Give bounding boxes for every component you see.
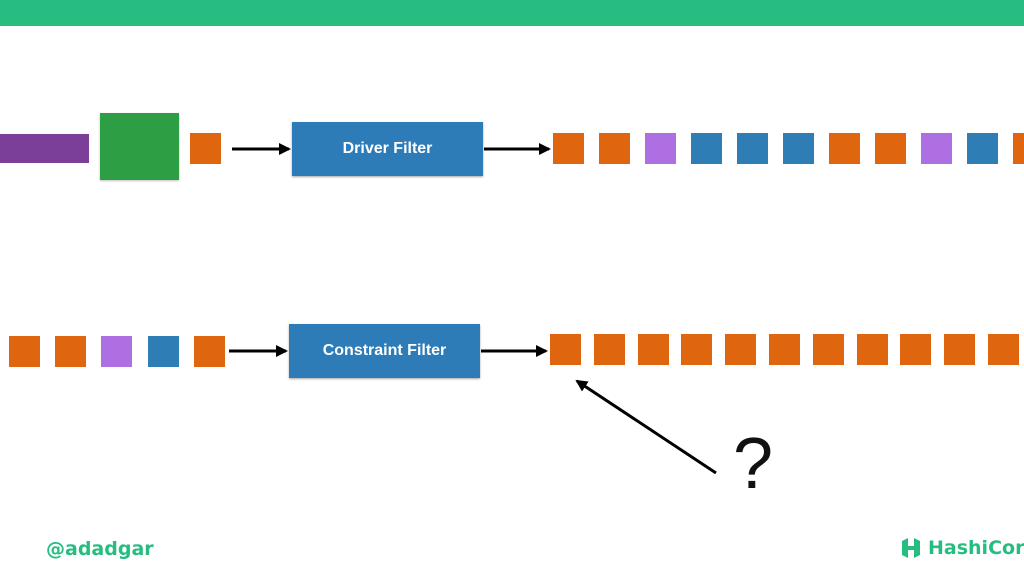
green-square [100, 113, 179, 180]
orange-square [599, 133, 630, 164]
twitter-handle: @adadgar [46, 538, 154, 560]
orange-square [1013, 133, 1024, 164]
orange-square [553, 133, 584, 164]
driver-filter-label: Driver Filter [342, 140, 433, 157]
orange-square [681, 334, 712, 365]
question-mark: ? [733, 424, 774, 504]
top-accent-bar [0, 0, 1024, 26]
purple-square [645, 133, 676, 164]
orange-square [725, 334, 756, 365]
constraint-filter-label: Constraint Filter [322, 342, 447, 359]
driver-input-orange-square [190, 133, 221, 164]
driver-filter-box: Driver Filter [292, 122, 483, 176]
purple-square [921, 133, 952, 164]
orange-square [875, 133, 906, 164]
dark-purple-bar [0, 134, 89, 163]
orange-square [55, 336, 86, 367]
orange-square [813, 334, 844, 365]
orange-square [769, 334, 800, 365]
orange-square [9, 336, 40, 367]
blue-square [737, 133, 768, 164]
blue-square [148, 336, 179, 367]
orange-square [550, 334, 581, 365]
blue-square [967, 133, 998, 164]
question-pointer-arrow [575, 379, 717, 475]
constraint-filter-box: Constraint Filter [289, 324, 480, 378]
orange-square [194, 336, 225, 367]
orange-square [638, 334, 669, 365]
orange-square [944, 334, 975, 365]
orange-square [594, 334, 625, 365]
purple-square [101, 336, 132, 367]
orange-square [857, 334, 888, 365]
blue-square [691, 133, 722, 164]
blue-square [783, 133, 814, 164]
hashicorp-logo-text: HashiCorp [928, 537, 1024, 559]
orange-square [900, 334, 931, 365]
hashicorp-logo: HashiCorp [900, 536, 1024, 560]
orange-square [829, 133, 860, 164]
hashicorp-logo-icon [902, 538, 920, 558]
orange-square [988, 334, 1019, 365]
